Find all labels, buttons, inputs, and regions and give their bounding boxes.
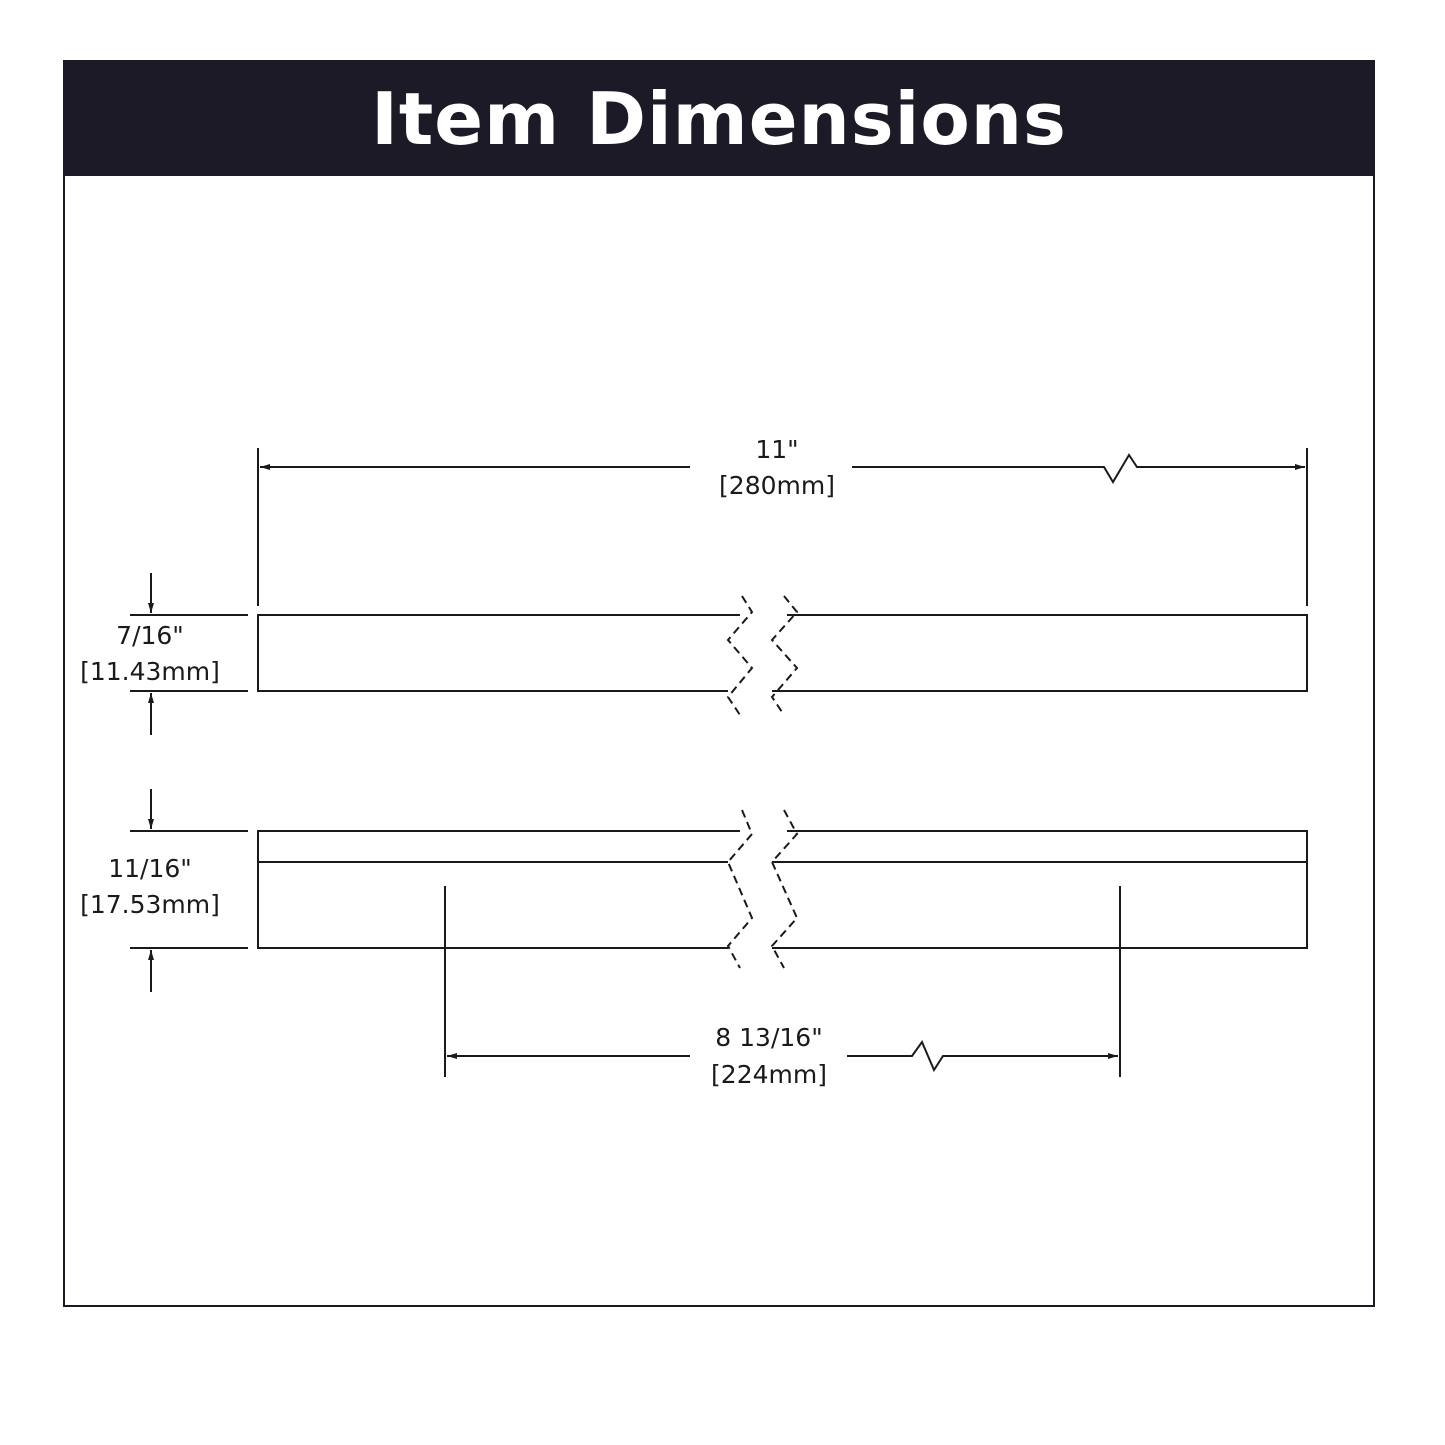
- drawing-frame: Item Dimensions: [63, 60, 1375, 1307]
- overall-length-dimension: [257, 448, 1308, 606]
- side-height-imperial: 11/16": [108, 854, 192, 883]
- top-view-bar: [257, 595, 1308, 716]
- top-height-dimension: [130, 573, 248, 735]
- center-to-center-dimension: [444, 886, 1121, 1077]
- side-height-metric: [17.53mm]: [80, 890, 220, 919]
- overall-length-imperial: 11": [755, 435, 798, 464]
- overall-length-metric: [280mm]: [719, 471, 835, 500]
- side-view-bar: [257, 809, 1308, 969]
- center-to-center-metric: [224mm]: [711, 1060, 827, 1089]
- top-height-imperial: 7/16": [116, 621, 184, 650]
- page-title: Item Dimensions: [371, 77, 1067, 161]
- top-height-metric: [11.43mm]: [80, 657, 220, 686]
- center-to-center-imperial: 8 13/16": [715, 1023, 822, 1052]
- side-height-dimension: [130, 789, 248, 992]
- header-banner: Item Dimensions: [65, 62, 1373, 176]
